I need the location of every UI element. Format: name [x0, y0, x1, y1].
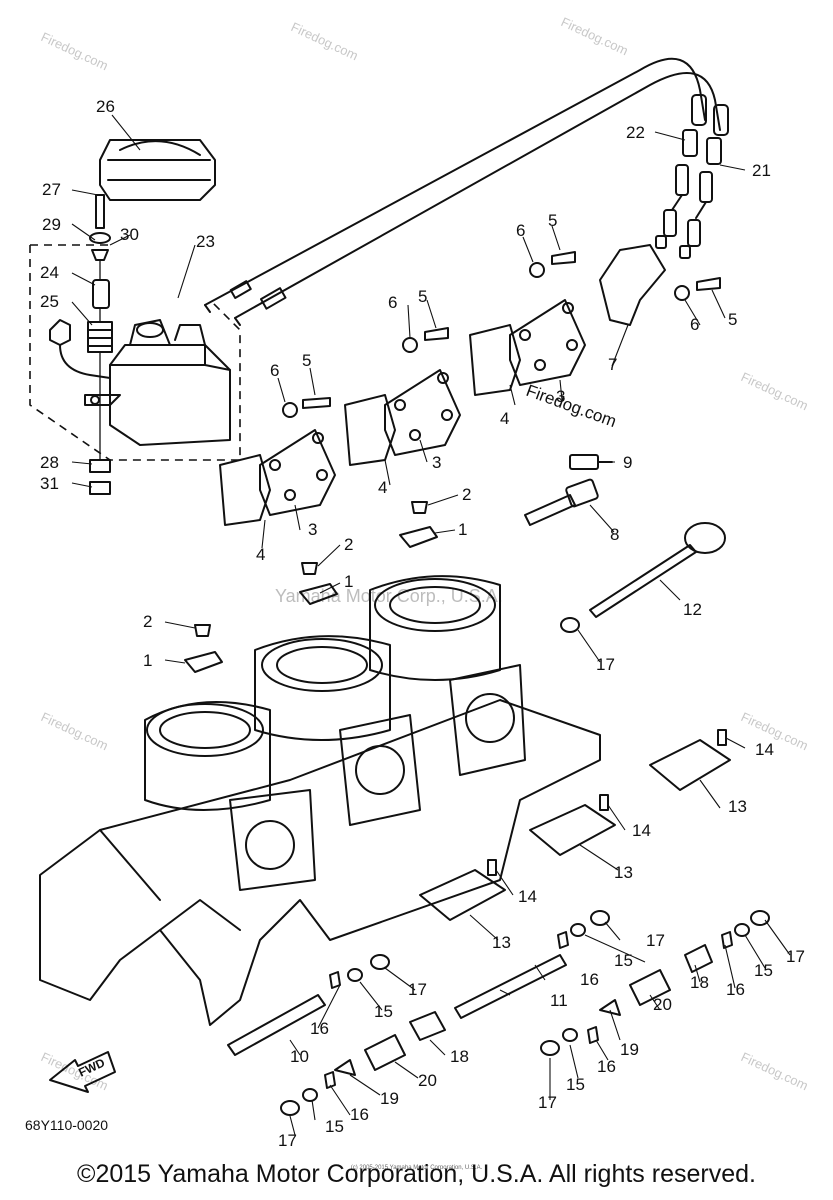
callout-28: 28	[40, 453, 59, 472]
callout-12: 12	[683, 600, 702, 619]
callout-30: 30	[120, 225, 139, 244]
callout-17: 17	[538, 1093, 557, 1112]
callout-29: 29	[42, 215, 61, 234]
watermark-site: Firedog.com	[559, 14, 631, 58]
callout-16: 16	[580, 970, 599, 989]
callout-1: 1	[344, 572, 353, 591]
callout-18: 18	[690, 973, 709, 992]
callout-19: 19	[380, 1089, 399, 1108]
callout-10: 10	[290, 1047, 309, 1066]
callout-20: 20	[653, 995, 672, 1014]
callout-2: 2	[344, 535, 353, 554]
callout-5: 5	[728, 310, 737, 329]
callout-31: 31	[40, 474, 59, 493]
leader-lines	[71, 114, 791, 1136]
callout-14: 14	[755, 740, 774, 759]
callout-15: 15	[614, 951, 633, 970]
callout-13: 13	[614, 863, 633, 882]
callout-25: 25	[40, 292, 59, 311]
diagram-code: 68Y110-0020	[25, 1117, 108, 1133]
watermark-site: Firedog.com	[739, 1049, 811, 1093]
callout-21: 21	[752, 161, 771, 180]
callout-16: 16	[726, 980, 745, 999]
callout-3: 3	[308, 520, 317, 539]
watermark-site-inline: Firedog.com	[524, 381, 619, 431]
brackets-13	[419, 729, 731, 921]
callout-4: 4	[378, 478, 387, 497]
watermark-site: Firedog.com	[739, 709, 811, 753]
shafts-and-fittings	[227, 910, 770, 1116]
callout-11: 11	[550, 991, 568, 1010]
callout-6: 6	[690, 315, 699, 334]
electrical-assembly	[29, 139, 241, 495]
callout-3: 3	[556, 387, 565, 406]
callout-3: 3	[432, 453, 441, 472]
callout-23: 23	[196, 232, 215, 251]
callout-labels: 26 27 29 30 23 24 25 28 31 22 21 6 5 5 6…	[40, 97, 805, 1150]
callout-2: 2	[143, 612, 152, 631]
copyright-small: (c) 2005-2015 Yamaha Motor Corporation, …	[350, 1165, 483, 1171]
callout-26: 26	[96, 97, 115, 116]
callout-17: 17	[646, 931, 665, 950]
callout-1: 1	[458, 520, 467, 539]
watermark-site: Firedog.com	[39, 29, 111, 73]
watermark-site: Firedog.com	[739, 369, 811, 413]
cylinder-block	[39, 575, 601, 1026]
callout-17: 17	[596, 655, 615, 674]
watermark-site: Firedog.com	[289, 19, 361, 63]
callout-20: 20	[418, 1071, 437, 1090]
callout-5: 5	[418, 287, 427, 306]
callout-22: 22	[626, 123, 645, 142]
callout-1: 1	[143, 651, 152, 670]
callout-7: 7	[608, 355, 617, 374]
callout-17: 17	[408, 980, 427, 999]
callout-13: 13	[492, 933, 511, 952]
callout-15: 15	[374, 1002, 393, 1021]
cylinder-head-covers	[219, 244, 666, 526]
copyright: ©2015 Yamaha Motor Corporation, U.S.A. A…	[77, 1160, 756, 1188]
callout-17: 17	[786, 947, 805, 966]
clamps-and-screws	[184, 501, 438, 673]
callout-8: 8	[610, 525, 619, 544]
callout-13: 13	[728, 797, 747, 816]
callout-14: 14	[632, 821, 651, 840]
callout-14: 14	[518, 887, 537, 906]
callout-6: 6	[516, 221, 525, 240]
callout-4: 4	[500, 409, 509, 428]
callout-5: 5	[302, 351, 311, 370]
callout-15: 15	[325, 1117, 344, 1136]
callout-16: 16	[597, 1057, 616, 1076]
cable-harness	[204, 57, 729, 326]
callout-24: 24	[40, 263, 59, 282]
callout-6: 6	[388, 293, 397, 312]
callout-6: 6	[270, 361, 279, 380]
callout-16: 16	[310, 1019, 329, 1038]
callout-17: 17	[278, 1131, 297, 1150]
callout-18: 18	[450, 1047, 469, 1066]
callout-2: 2	[462, 485, 471, 504]
callout-4: 4	[256, 545, 265, 564]
callout-19: 19	[620, 1040, 639, 1059]
callout-9: 9	[623, 453, 632, 472]
callout-15: 15	[566, 1075, 585, 1094]
bolts-washers-top	[282, 251, 721, 418]
callout-5: 5	[548, 211, 557, 230]
callout-27: 27	[42, 180, 61, 199]
callout-15: 15	[754, 961, 773, 980]
callout-16: 16	[350, 1105, 369, 1124]
watermark-site: Firedog.com	[39, 709, 111, 753]
watermark-center: Yamaha Motor Corp., U.S.A.	[275, 586, 503, 606]
